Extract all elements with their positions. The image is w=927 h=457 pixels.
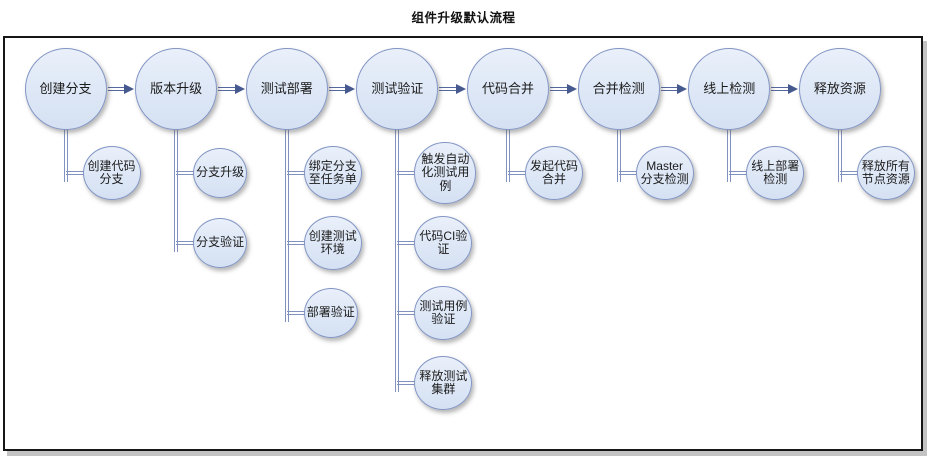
stage-node: 测试验证 (356, 48, 439, 130)
substep-label: 创建测试 环境 (308, 228, 357, 256)
stage-label: 版本升级 (150, 80, 203, 96)
flow-connector (771, 87, 789, 91)
tree-branch-line (286, 171, 308, 175)
stage-node: 代码合并 (467, 48, 550, 130)
tree-vertical-line (174, 127, 179, 252)
tree-branch-line (729, 171, 751, 175)
tree-branch-line (839, 171, 861, 175)
substep-label: 触发自动 化测试用 例 (421, 151, 470, 193)
substep-label: 释放所有 节点资源 (861, 158, 910, 186)
stage-node: 线上检测 (688, 48, 771, 130)
substep-node: 创建代码 分支 (82, 146, 141, 200)
stage-node: 版本升级 (135, 48, 218, 130)
stage-label: 合并检测 (592, 80, 645, 96)
substep-label: 分支验证 (196, 235, 245, 250)
substep-node: 线上部署 检测 (746, 146, 805, 200)
stage-label: 代码合并 (482, 80, 535, 96)
stage-label: 测试验证 (371, 80, 424, 96)
arrowhead-icon (456, 84, 467, 94)
arrowhead-icon (234, 84, 245, 94)
substep-node: 分支验证 (193, 218, 248, 268)
substep-label: 发起代码 合并 (530, 158, 579, 186)
substep-node: 触发自动 化测试用 例 (414, 142, 477, 204)
substep-node: 分支升级 (193, 148, 248, 198)
tree-branch-line (176, 171, 198, 175)
substep-node: 部署验证 (303, 288, 358, 338)
flow-connector (107, 87, 126, 91)
tree-vertical-line (616, 127, 621, 182)
substep-node: 释放所有 节点资源 (856, 146, 915, 200)
tree-branch-line (65, 171, 87, 175)
substep-node: 测试用例 验证 (414, 286, 473, 340)
substep-node: 发起代码 合并 (525, 146, 584, 200)
substep-node: 释放测试 集群 (414, 356, 473, 410)
stage-node: 测试部署 (245, 48, 328, 130)
tree-vertical-line (837, 127, 842, 182)
stage-node: 创建分支 (24, 48, 107, 130)
substep-node: 绑定分支 至任务单 (303, 146, 362, 200)
substep-label: 释放测试 集群 (419, 368, 468, 396)
tree-branch-line (286, 311, 308, 315)
arrowhead-icon (124, 84, 135, 94)
tree-branch-line (397, 311, 419, 315)
tree-vertical-line (395, 127, 400, 392)
tree-branch-line (397, 381, 419, 385)
substep-node: 代码CI验 证 (414, 216, 473, 270)
substep-label: 代码CI验 证 (419, 228, 468, 256)
stage-node: 合并检测 (577, 48, 660, 130)
stage-label: 测试部署 (260, 80, 313, 96)
flow-connector (660, 87, 679, 91)
arrowhead-icon (345, 84, 356, 94)
substep-label: 分支升级 (196, 165, 245, 180)
tree-branch-line (508, 171, 530, 175)
tree-branch-line (618, 171, 640, 175)
stage-label: 创建分支 (39, 80, 92, 96)
stage-node: 释放资源 (798, 48, 881, 130)
substep-label: 线上部署 检测 (751, 158, 800, 186)
tree-branch-line (176, 241, 198, 245)
substep-node: Master 分支检测 (635, 146, 694, 200)
stage-label: 线上检测 (703, 80, 756, 96)
tree-vertical-line (63, 127, 68, 182)
tree-branch-line (286, 241, 308, 245)
flow-connector (439, 87, 457, 91)
diagram-title: 组件升级默认流程 (411, 11, 516, 25)
tree-vertical-line (284, 127, 289, 322)
substep-label: Master 分支检测 (640, 158, 689, 186)
flow-connector (550, 87, 568, 91)
arrowhead-icon (787, 84, 798, 94)
substep-node: 创建测试 环境 (303, 216, 362, 270)
tree-vertical-line (506, 127, 511, 182)
substep-label: 创建代码 分支 (87, 158, 136, 186)
arrowhead-icon (677, 84, 688, 94)
substep-label: 部署验证 (306, 305, 355, 320)
flow-connector (328, 87, 347, 91)
tree-branch-line (397, 241, 419, 245)
tree-branch-line (397, 171, 419, 175)
flow-connector (218, 87, 236, 91)
tree-vertical-line (727, 127, 732, 182)
substep-label: 测试用例 验证 (419, 298, 468, 326)
stage-label: 释放资源 (813, 80, 866, 96)
arrowhead-icon (566, 84, 577, 94)
substep-label: 绑定分支 至任务单 (308, 158, 357, 186)
